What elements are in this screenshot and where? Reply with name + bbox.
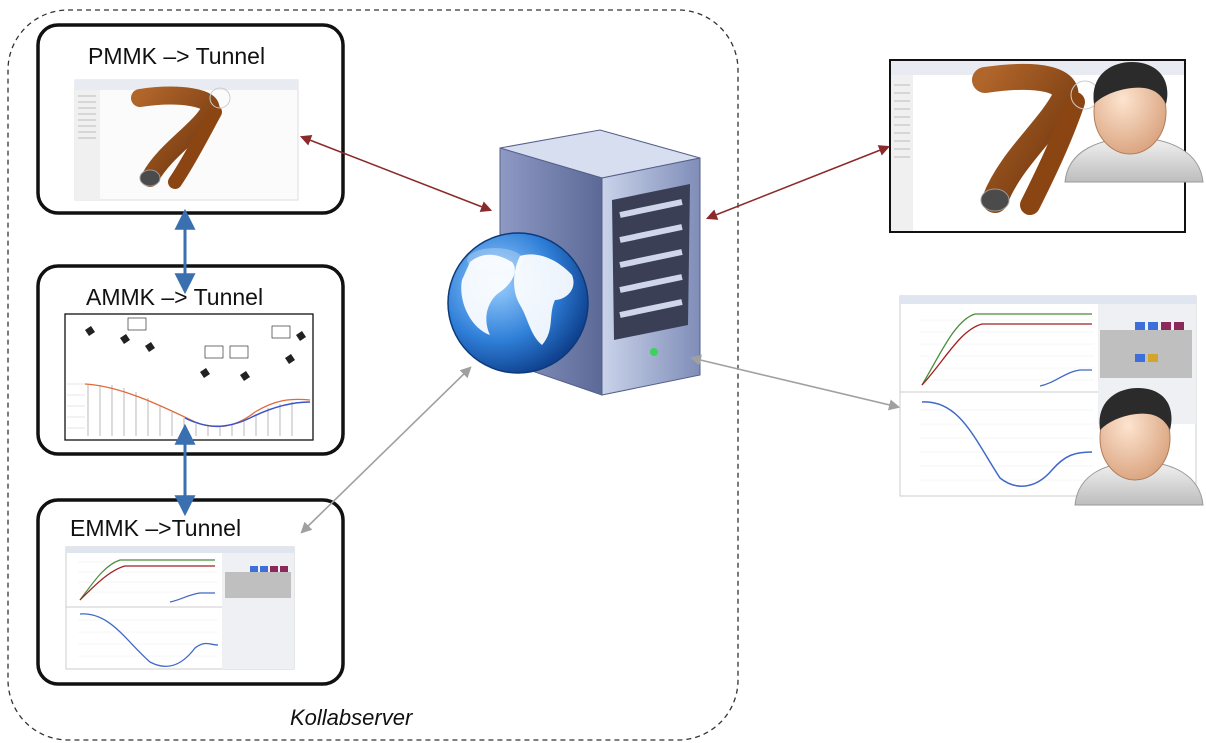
server-user1-connector (705, 145, 891, 220)
emmk-node: EMMK –>Tunnel (36, 498, 345, 686)
pmmk-server-connector (299, 135, 493, 212)
user-icon (1064, 62, 1204, 183)
emmk-server-connector (300, 366, 472, 534)
server-globe-icon (447, 129, 701, 396)
emmk-title: EMMK –>Tunnel (70, 515, 241, 541)
pmmk-title: PMMK –> Tunnel (88, 43, 265, 69)
geometry-profile (79, 613, 219, 668)
pmmk-thumbnail (74, 79, 299, 201)
tunnel-profile (184, 401, 311, 427)
pmmk-node: PMMK –> Tunnel (36, 23, 345, 215)
ammk-node: AMMK –> Tunnel (36, 264, 345, 456)
user-icon (1074, 388, 1204, 506)
ammk-title: AMMK –> Tunnel (86, 284, 263, 310)
server-user2-connector (689, 354, 901, 411)
emmk-thumbnail (65, 546, 295, 670)
server-boundary-label: Kollabserver (290, 705, 414, 730)
ammk-thumbnail (64, 313, 314, 441)
